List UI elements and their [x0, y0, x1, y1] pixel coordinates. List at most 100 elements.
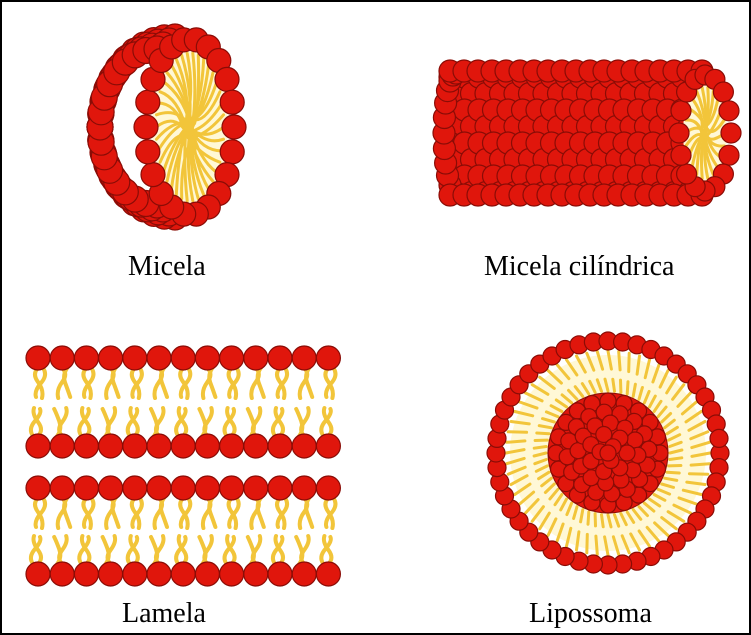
lipid-tail [508, 432, 526, 433]
micelle-rim-head [136, 90, 160, 114]
lipid-tail [627, 382, 628, 394]
lamella-head [171, 562, 195, 586]
cylinder-rim-head [713, 82, 733, 102]
lipid-tail [596, 536, 597, 554]
lamella-head [316, 346, 340, 370]
cylinder-rim-head [719, 145, 739, 165]
lamella-head [171, 434, 195, 458]
lipid-tail [588, 512, 589, 524]
lipid-tail [296, 537, 302, 564]
micelle-rim-head [134, 115, 158, 139]
micelle-caption: Micela [128, 253, 206, 281]
lamella-head [99, 434, 123, 458]
lamella-head [74, 562, 98, 586]
lipid-tail [151, 537, 157, 564]
lipid-tail [306, 498, 312, 527]
lipid-tail [103, 409, 109, 436]
lipid-tail [587, 534, 588, 552]
lamella-head [147, 562, 171, 586]
cylinder-rim-head [677, 164, 697, 184]
lamella-head [99, 476, 123, 500]
lipid-tail [258, 498, 264, 527]
lamella-head [50, 434, 74, 458]
lamella-head [123, 346, 147, 370]
lipid-tail [306, 368, 312, 397]
liposome-caption: Lipossoma [529, 600, 652, 628]
liposome-illustration [487, 332, 729, 574]
lamella-head [316, 476, 340, 500]
lipid-tail [689, 474, 707, 475]
lamella-head [292, 562, 316, 586]
lipid-tail [248, 537, 254, 564]
lamella-head [316, 562, 340, 586]
lamella-head [292, 346, 316, 370]
cylindrical-micelle-illustration [433, 60, 741, 206]
lamella-illustration [26, 346, 340, 586]
lipid-tail [691, 464, 709, 465]
cylindrical-micelle-caption: Micela cilíndrica [484, 253, 674, 281]
lamella-head [123, 562, 147, 586]
lamella-head [74, 434, 98, 458]
lamella-head [268, 434, 292, 458]
lamella-head [99, 562, 123, 586]
lipid-tail [507, 441, 525, 442]
lamella-head [220, 346, 244, 370]
micelle-rim-head [136, 140, 160, 164]
micelle-rim-head [220, 90, 244, 114]
lipid-tail [161, 368, 167, 397]
lipid-tail [629, 353, 630, 371]
lipid-tail [619, 352, 620, 370]
cylinder-rim-head [671, 101, 691, 121]
lamella-head [26, 562, 50, 586]
lamella-head [244, 434, 268, 458]
lipid-tail [248, 409, 254, 436]
lamella-head [50, 346, 74, 370]
lamella-head [220, 434, 244, 458]
lamella-head [50, 562, 74, 586]
lipid-tail [112, 498, 118, 527]
cylinder-rim-head [721, 123, 741, 143]
lipid-tail [537, 433, 549, 434]
lamella-head [268, 562, 292, 586]
lipid-tail [199, 537, 205, 564]
lamella-head [99, 346, 123, 370]
lamella-head [195, 476, 219, 500]
lamella-head [171, 346, 195, 370]
lipid-tail [209, 368, 215, 397]
lamella-head [195, 346, 219, 370]
lipid-tail [296, 409, 302, 436]
lamella-head [220, 562, 244, 586]
lipid-tail [151, 409, 157, 436]
lamella-head [195, 434, 219, 458]
lamella-head [147, 476, 171, 500]
lamella-caption: Lamela [122, 600, 206, 628]
lipid-tail [670, 458, 682, 460]
micelle-rim-head [222, 115, 246, 139]
lipid-tail [103, 537, 109, 564]
micelle-rim-head [215, 67, 239, 91]
lipid-tail [64, 498, 70, 527]
lamella-head [244, 476, 268, 500]
lamella-head [147, 346, 171, 370]
lamella-head [244, 346, 268, 370]
micelle-rim-head [220, 140, 244, 164]
lipid-tail [534, 447, 546, 449]
lipid-tail [112, 368, 118, 397]
lamella-head [292, 476, 316, 500]
cylinder-rim-head [671, 145, 691, 165]
lipid-tail [602, 515, 604, 527]
lamella-head [147, 434, 171, 458]
lipid-tail [199, 409, 205, 436]
lamella-head [74, 476, 98, 500]
lipid-tail [667, 472, 679, 473]
lamella-head [292, 434, 316, 458]
lipid-tail [258, 368, 264, 397]
lipid-tail [64, 368, 70, 397]
lamella-head [220, 476, 244, 500]
lamella-head [316, 434, 340, 458]
lamella-head [123, 476, 147, 500]
lamella-head [244, 562, 268, 586]
cylinder-rim-head [719, 101, 739, 121]
liposome-outer-head [710, 429, 728, 447]
